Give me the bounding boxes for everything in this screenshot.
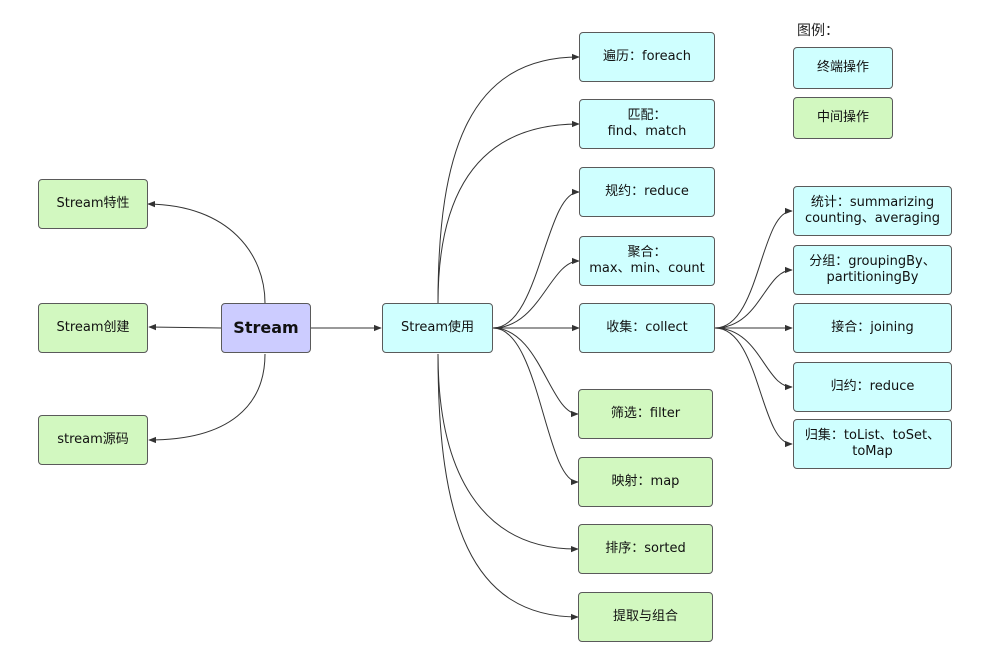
legend-intermediate: 中间操作 (793, 97, 893, 139)
node-aggregate: 聚合： max、min、count (579, 236, 715, 286)
node-grouping: 分组：groupingBy、 partitioningBy (793, 245, 952, 295)
edge-root-creation (148, 323, 222, 331)
node-summarizing: 统计：summarizing counting、averaging (793, 186, 952, 236)
edge-usage-sorted (437, 353, 579, 553)
legend-terminal: 终端操作 (793, 47, 893, 89)
edge-usage-map (492, 327, 579, 486)
edge-collect-reduce (714, 327, 793, 391)
edge-usage-extract (437, 353, 579, 621)
node-collect: 收集：collect (579, 303, 715, 353)
node-stream-source: stream源码 (38, 415, 148, 465)
edge-root-source (148, 353, 266, 444)
node-collect-reduce: 归约：reduce (793, 362, 952, 412)
node-stream-root: Stream (221, 303, 311, 353)
node-filter: 筛选：filter (578, 389, 713, 439)
edge-usage-match (437, 120, 580, 304)
edge-usage-reduce (492, 188, 580, 329)
edge-usage-aggregate (492, 257, 580, 329)
node-sorted: 排序：sorted (578, 524, 713, 574)
edge-collect-summarizing (714, 207, 793, 329)
node-foreach: 遍历：foreach (579, 32, 715, 82)
node-match: 匹配： find、match (579, 99, 715, 149)
node-extract-combine: 提取与组合 (578, 592, 713, 642)
legend-title: 图例： (797, 23, 839, 39)
node-map: 映射：map (578, 457, 713, 507)
node-joining: 接合：joining (793, 303, 952, 353)
node-stream-features: Stream特性 (38, 179, 148, 229)
node-stream-usage: Stream使用 (382, 303, 493, 353)
edge-collect-collection (714, 327, 793, 448)
edge-collect-grouping (714, 266, 793, 329)
edge-usage-filter (492, 327, 579, 418)
node-collection: 归集：toList、toSet、 toMap (793, 419, 952, 469)
edge-usage-foreach (437, 53, 580, 304)
node-reduce: 规约：reduce (579, 167, 715, 217)
edge-root-features (147, 200, 266, 304)
node-stream-creation: Stream创建 (38, 303, 148, 353)
